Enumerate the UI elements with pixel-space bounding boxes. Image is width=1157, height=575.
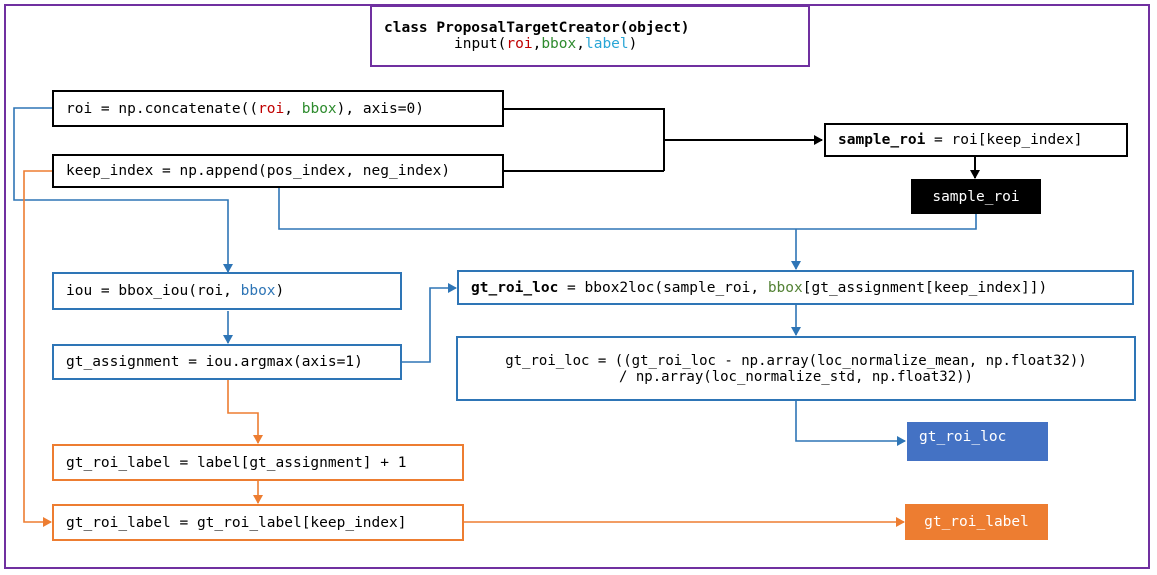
gt-roi-loc-name: gt_roi_loc [471, 279, 559, 296]
arrow-keep-to-label-keep [23, 170, 53, 527]
normalize-line-2: / np.array(loc_normalize_std, np.float32… [618, 368, 973, 385]
class-title: class ProposalTargetCreator(object) [384, 20, 690, 36]
gt-assignment-box: gt_assignment = iou.argmax(axis=1) [52, 344, 402, 380]
iou-box: iou = bbox_iou(roi, bbox) [52, 272, 402, 310]
gt-roi-loc-output: gt_roi_loc [907, 422, 1048, 461]
sample-roi-name: sample_roi [838, 132, 926, 148]
bbox-token: bbox [301, 100, 337, 117]
arrow-gt-assignment-to-loc [401, 283, 457, 363]
roi-concatenate-box: roi = np.concatenate((roi, bbox), axis=0… [52, 90, 504, 127]
gt-roi-loc-assign-box: gt_roi_loc = bbox2loc(sample_roi, bbox[g… [457, 270, 1134, 305]
class-input-signature: input(roi,bbox,label) [454, 36, 638, 52]
gt-roi-label-assign-box: gt_roi_label = label[gt_assignment] + 1 [52, 444, 464, 481]
connector-roi-to-merge [504, 108, 665, 171]
input-roi: roi [506, 36, 533, 52]
gt-roi-label-keep-box: gt_roi_label = gt_roi_label[keep_index] [52, 504, 464, 541]
bbox-token: bbox [240, 283, 276, 299]
input-bbox: bbox [541, 36, 577, 52]
sample-roi-assign-box: sample_roi = roi[keep_index] [824, 123, 1128, 157]
class-header-box: class ProposalTargetCreator(object) inpu… [370, 5, 810, 67]
normalize-line-1: gt_roi_loc = ((gt_roi_loc - np.array(loc… [505, 352, 1087, 369]
input-label: label [584, 36, 629, 52]
bbox-token: bbox [767, 279, 803, 296]
sample-roi-output: sample_roi [911, 179, 1041, 214]
gt-roi-label-output: gt_roi_label [905, 504, 1048, 540]
arrow-normalize-to-output [795, 401, 906, 446]
keep-index-box: keep_index = np.append(pos_index, neg_in… [52, 154, 504, 188]
arrow-gt-assignment-to-label [227, 380, 263, 444]
roi-token: roi [258, 100, 285, 117]
gt-roi-loc-normalize-box: gt_roi_loc = ((gt_roi_loc - np.array(loc… [456, 336, 1136, 401]
connector-keep-to-loc [278, 188, 977, 230]
arrow-roi-to-iou [13, 107, 233, 273]
